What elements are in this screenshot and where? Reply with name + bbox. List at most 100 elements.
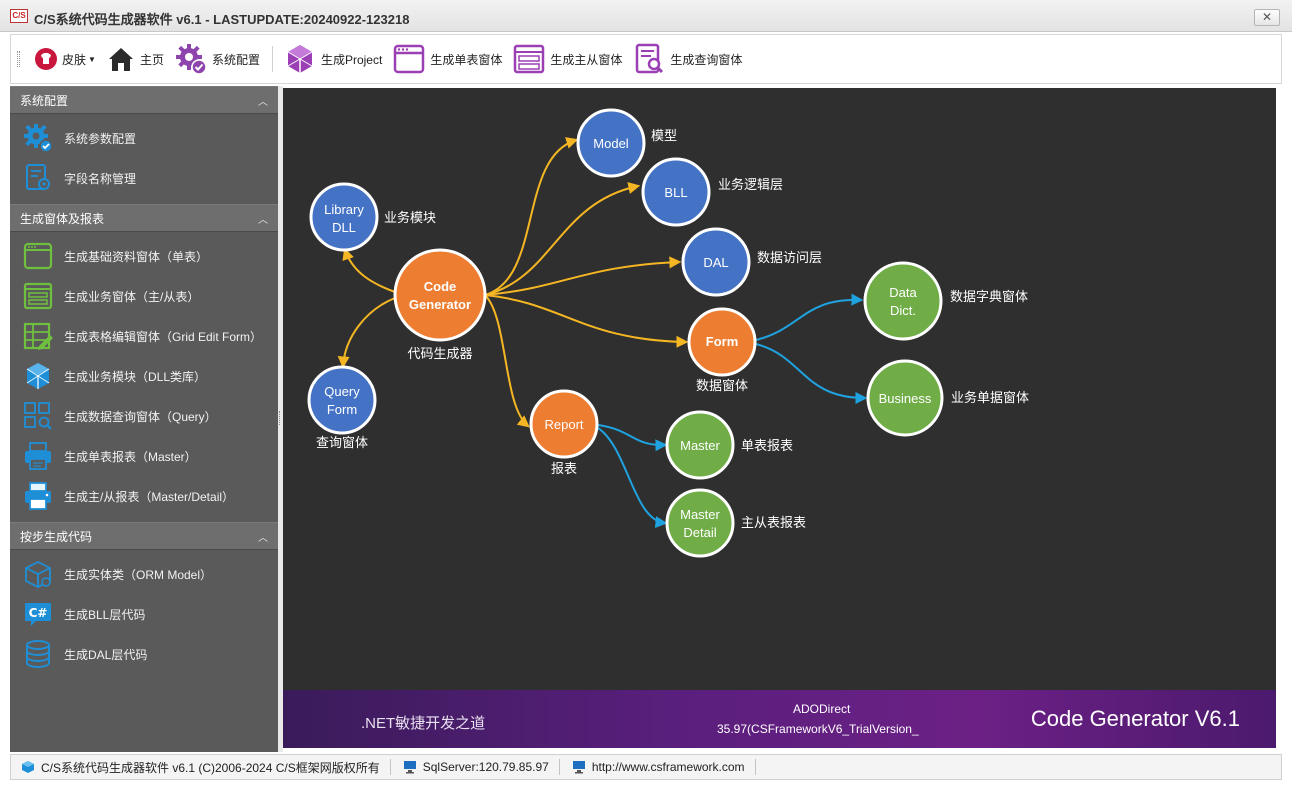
gen-query-form-button[interactable]: 生成查询窗体	[628, 39, 748, 79]
sidebar-item-label: 生成BLL层代码	[64, 607, 146, 622]
chevron-down-icon: ▼	[88, 54, 96, 64]
sidebar-item-dal-code[interactable]: 生成DAL层代码	[10, 634, 278, 674]
svg-text:Master: Master	[680, 507, 720, 522]
node-data-dict[interactable]: Data Dict.	[863, 261, 943, 341]
gen-query-form-label: 生成查询窗体	[670, 52, 743, 67]
sidebar-item-query-form[interactable]: 生成数据查询窗体（Query）	[10, 396, 278, 436]
link-report-master	[597, 424, 668, 452]
sidebar-item-bll-code[interactable]: C# 生成BLL层代码	[10, 594, 278, 634]
query-doc-icon	[636, 43, 664, 74]
svg-text:DLL: DLL	[332, 220, 356, 235]
svg-text:Business: Business	[879, 391, 932, 406]
sysconfig-button[interactable]: 系统配置	[170, 39, 266, 79]
grid-edit-icon	[23, 322, 53, 350]
link-codegen-bll	[484, 182, 641, 296]
link-form-datadict	[755, 293, 864, 341]
sidebar-splitter[interactable]	[278, 86, 283, 752]
sidebar-item-system-params[interactable]: 系统参数配置	[10, 118, 278, 158]
status-bar: C/S系统代码生成器软件 v6.1 (C)2006-2024 C/S框架网版权所…	[10, 754, 1282, 780]
status-separator	[558, 759, 560, 775]
svg-text:Dict.: Dict.	[890, 303, 916, 318]
link-codegen-form	[484, 294, 689, 348]
query-icon	[24, 402, 52, 430]
group-header-sysconfig[interactable]: 系统配置 ︿	[10, 86, 278, 114]
svg-text:Form: Form	[706, 334, 739, 349]
group-body-forms-reports: 生成基础资料窗体（单表） 生成业务窗体（主/从表） 生成表格编辑窗体（Grid …	[10, 232, 278, 522]
link-form-business	[755, 343, 868, 404]
database-icon	[26, 640, 50, 668]
gen-project-button[interactable]: 生成Project	[279, 39, 388, 79]
sidebar-item-label: 生成基础资料窗体（单表）	[64, 249, 209, 264]
gear-check-icon	[175, 44, 207, 75]
node-report[interactable]: Report	[529, 389, 599, 459]
sidebar-item-label: 生成业务模块（DLL类库）	[64, 369, 207, 384]
node-caption: 数据访问层	[757, 250, 822, 265]
sidebar-item-orm-model[interactable]: 生成实体类（ORM Model）	[10, 554, 278, 594]
home-button[interactable]: 主页	[102, 39, 170, 79]
sidebar-item-business-module[interactable]: 生成业务模块（DLL类库）	[10, 356, 278, 396]
sidebar-item-master-detail-report[interactable]: 生成主/从报表（Master/Detail）	[10, 476, 278, 516]
status-url-text[interactable]: http://www.csframework.com	[591, 760, 745, 774]
status-url[interactable]: http://www.csframework.com	[570, 760, 755, 774]
node-business[interactable]: Business	[866, 359, 944, 437]
gen-master-form-label: 生成主从窗体	[550, 52, 623, 67]
group-header-step-code[interactable]: 按步生成代码 ︿	[10, 522, 278, 550]
node-caption: 业务单据窗体	[951, 390, 1029, 405]
svg-text:Master: Master	[680, 438, 720, 453]
skin-button[interactable]: 皮肤▼	[30, 39, 102, 79]
home-icon	[108, 48, 133, 71]
master-window-icon	[23, 282, 53, 310]
node-caption: 代码生成器	[407, 346, 472, 361]
cube-icon	[22, 761, 34, 773]
node-dal[interactable]: DAL	[681, 227, 751, 297]
node-query-form[interactable]: Query Form	[307, 365, 377, 435]
sidebar-item-basic-form[interactable]: 生成基础资料窗体（单表）	[10, 236, 278, 276]
svg-text:Library: Library	[324, 202, 364, 217]
node-caption: 业务逻辑层	[718, 177, 783, 192]
close-button[interactable]: ✕	[1254, 9, 1280, 26]
node-code-generator[interactable]: Code Generator	[393, 248, 487, 342]
banner-brand: Code Generator V6.1	[1030, 706, 1240, 731]
sidebar-item-label: 生成业务窗体（主/从表）	[64, 289, 200, 304]
chevron-up-icon: ︿	[258, 96, 268, 108]
home-label: 主页	[139, 52, 164, 67]
node-library[interactable]: Library DLL	[309, 182, 379, 252]
sidebar-item-business-form[interactable]: 生成业务窗体（主/从表）	[10, 276, 278, 316]
product-banner: .NET敏捷开发之道 ADODirect 35.97(CSFrameworkV6…	[283, 690, 1276, 748]
doc-gear-icon	[26, 164, 50, 190]
gen-master-form-button[interactable]: 生成主从窗体	[508, 39, 628, 79]
gen-single-form-button[interactable]: 生成单表窗体	[388, 39, 508, 79]
group-body-step-code: 生成实体类（ORM Model） C# 生成BLL层代码 生成DAL层代码	[10, 550, 278, 680]
node-form[interactable]: Form	[687, 307, 757, 377]
svg-text:Generator: Generator	[409, 297, 471, 312]
diagram-nodes: Library DLL 业务模块 Code Generator 代码生成器 Qu…	[307, 108, 1029, 558]
sidebar-item-master-report[interactable]: 生成单表报表（Master）	[10, 436, 278, 476]
monitor-icon	[403, 761, 416, 774]
main-toolbar: 皮肤▼ 主页 系统配置	[10, 34, 1282, 84]
svg-text:C#: C#	[29, 606, 48, 620]
skin-label: 皮肤	[62, 52, 87, 67]
toolbar-grip[interactable]	[17, 51, 20, 67]
sidebar-item-label: 生成主/从报表（Master/Detail）	[64, 489, 235, 504]
group-header-forms-reports[interactable]: 生成窗体及报表 ︿	[10, 204, 278, 232]
node-model[interactable]: Model	[576, 108, 646, 178]
sidebar-item-grid-edit-form[interactable]: 生成表格编辑窗体（Grid Edit Form）	[10, 316, 278, 356]
sidebar-item-field-names[interactable]: 字段名称管理	[10, 158, 278, 198]
node-master[interactable]: Master	[665, 410, 735, 480]
gear-check-icon	[24, 124, 53, 153]
link-codegen-model	[484, 137, 579, 296]
tshirt-icon	[35, 48, 57, 70]
node-master-detail[interactable]: Master Detail	[665, 488, 735, 558]
app-logo-icon: C/S	[10, 9, 28, 23]
splitter-grip[interactable]	[279, 411, 282, 425]
status-separator	[389, 759, 391, 775]
sidebar-item-label: 生成表格编辑窗体（Grid Edit Form）	[64, 329, 263, 344]
node-caption: 数据字典窗体	[950, 289, 1028, 304]
sidebar-item-label: 生成数据查询窗体（Query）	[64, 409, 217, 424]
node-caption: 单表报表	[741, 438, 793, 453]
sidebar-item-label: 生成单表报表（Master）	[64, 449, 197, 464]
node-bll[interactable]: BLL	[641, 157, 711, 227]
csharp-icon: C#	[25, 603, 51, 626]
window-icon	[394, 44, 425, 74]
group-title: 按步生成代码	[20, 529, 93, 544]
